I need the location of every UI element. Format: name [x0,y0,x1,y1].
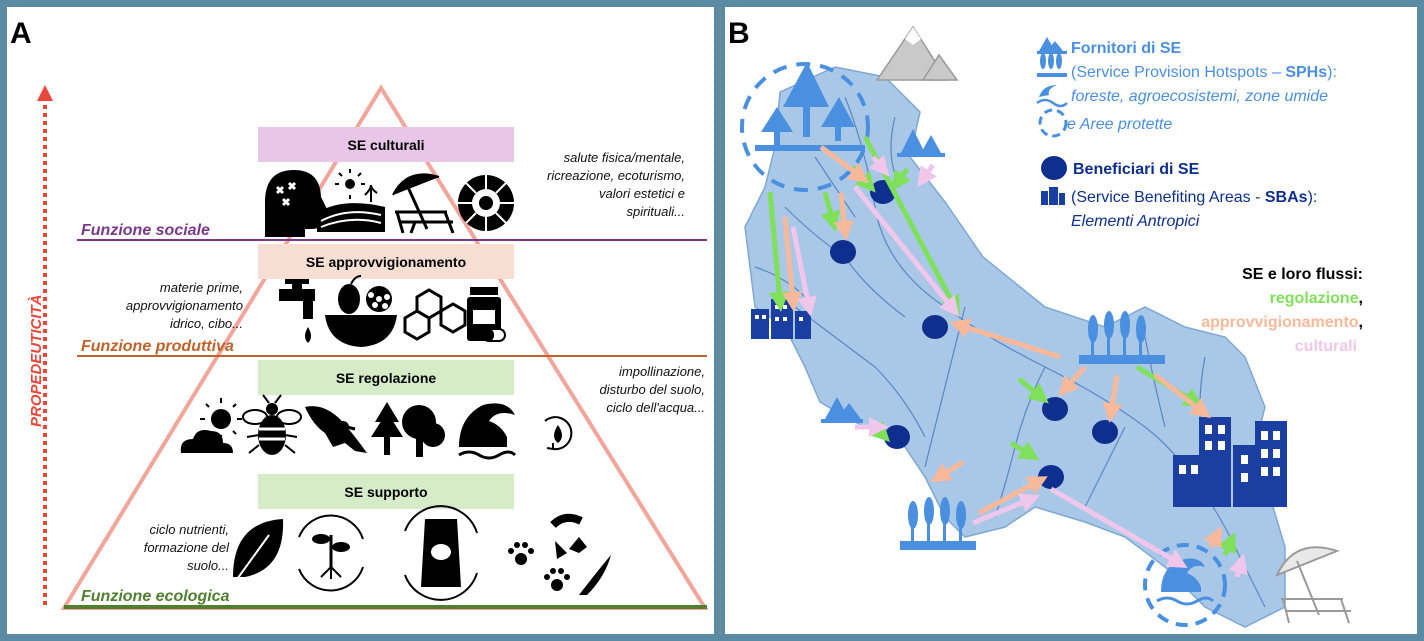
wheat-field-icon-south [900,497,976,550]
svg-text:ciclo nutrienti,: ciclo nutrienti, [150,522,229,537]
water-tap-icon [279,279,315,343]
city-icon-east [1173,417,1287,507]
fruit-bowl-icon [325,275,397,347]
svg-text:approvvigionamento: approvvigionamento [126,298,243,313]
water-cycle-icon [544,416,573,451]
forest-icon [755,62,865,151]
legend-beneficiaries-title: Beneficiari di SE [1073,161,1200,178]
svg-text:disturbo del suolo,: disturbo del suolo, [599,382,705,397]
tier-box-approvvigionamento [258,244,514,279]
note-regolazione: impollinazione, disturbo del suolo, cicl… [599,364,705,415]
beach-umbrella-icon [392,173,455,234]
flows-title: SE e loro flussi: [1242,266,1363,283]
flows-culturali: culturali [1295,338,1357,355]
flows-approvvigionamento: approvvigionamento, [1201,314,1363,331]
flow-arrows-culturali [790,154,1248,578]
soil-bag-cycle-icon [404,505,478,601]
tier-box-regolazione [258,360,514,395]
svg-text:formazione del: formazione del [144,540,230,555]
tier-label-culturali: SE culturali [347,137,424,153]
tier-box-culturali [258,127,514,162]
tree-icon [371,402,445,457]
leaf-icon [233,519,284,583]
bee-icon [242,394,302,455]
medicine-bottle-icon [467,287,506,342]
legend-beneficiary-icon [1041,156,1067,180]
forest-icon-small [897,129,945,157]
axis-arrowhead [37,85,53,101]
funzione-sociale-label: Funzione sociale [81,222,210,239]
panel-a-canvas: A PROPEDEUTICITÀ Funzione sociale Funzio… [10,17,709,610]
panel-b-letter: B [728,17,750,50]
funzione-ecologica-label: Funzione ecologica [81,588,230,605]
beneficiary-dots [830,180,1118,489]
tier-label-approvvigionamento: SE approvvigionamento [306,254,466,270]
beneficiary-dot [1092,420,1118,444]
protected-area-forest [740,62,870,192]
svg-text:suolo...: suolo... [187,558,229,573]
panel-b: B [725,7,1417,634]
svg-text:ricreazione, ecoturismo,: ricreazione, ecoturismo, [547,168,685,183]
legend-beneficiaries-sub: (Service Benefiting Areas - SBAs): [1071,189,1317,206]
eagle-icon [305,406,367,453]
panel-b-canvas: B [728,17,1363,628]
tier-box-supporto [258,474,514,509]
svg-text:spirituali...: spirituali... [626,204,685,219]
legend-protected: e Aree protette [1067,116,1172,133]
svg-text:materie prime,: materie prime, [160,280,243,295]
panel-a-letter: A [10,17,32,50]
svg-text:ciclo dell'acqua...: ciclo dell'acqua... [606,400,705,415]
tier-label-regolazione: SE regolazione [336,370,437,386]
legend-providers-icons [1036,37,1068,108]
molecule-icon [403,288,467,341]
wave-icon [458,403,517,460]
protected-area-wetland [1143,543,1227,627]
beneficiary-dot [1042,397,1068,421]
svg-text:salute fisica/mentale,: salute fisica/mentale, [564,150,685,165]
animals-icon [508,513,611,595]
beach-umbrella-icon [1275,546,1351,624]
legend-city-icon [1041,187,1065,205]
wheat-field-icon [1079,311,1165,364]
panel-divider [719,7,721,634]
flow-arrows-approvvigionamento [782,145,1222,549]
legend-providers-sub: (Service Provision Hotspots – SPHs): [1071,64,1337,81]
mandala-icon [458,175,514,231]
beneficiary-dot [884,425,910,449]
note-culturali: salute fisica/mentale, ricreazione, ecot… [547,150,685,219]
beneficiary-dot [1038,465,1064,489]
flows-regolazione: regolazione, [1270,290,1363,307]
legend-providers-list: foreste, agroecosistemi, zone umide [1071,88,1328,105]
panel-a: A PROPEDEUTICITÀ Funzione sociale Funzio… [7,7,714,634]
plant-cycle-icon [298,514,364,592]
legend-providers-title: Fornitori di SE [1071,40,1182,57]
legend-beneficiaries-list: Elementi Antropici [1071,213,1200,230]
svg-text:valori estetici e: valori estetici e [599,186,685,201]
funzione-produttiva-label: Funzione produttiva [81,338,234,355]
head-puzzle-icon [265,170,329,237]
legend-protected-icon [1038,108,1068,138]
note-supporto: ciclo nutrienti, formazione del suolo... [144,522,230,573]
sun-field-icon [317,169,385,232]
svg-text:impollinazione,: impollinazione, [619,364,705,379]
beneficiary-dot [830,240,856,264]
axis-label: PROPEDEUTICITÀ [28,294,45,427]
sun-cloud-icon [180,398,242,453]
mountain-icon [875,25,959,81]
tier-label-supporto: SE supporto [344,484,427,500]
beneficiary-dot [922,315,948,339]
forest-icon-west [821,397,863,423]
note-approvvigionamento: materie prime, approvvigionamento idrico… [126,280,243,331]
svg-text:idrico, cibo...: idrico, cibo... [170,316,243,331]
